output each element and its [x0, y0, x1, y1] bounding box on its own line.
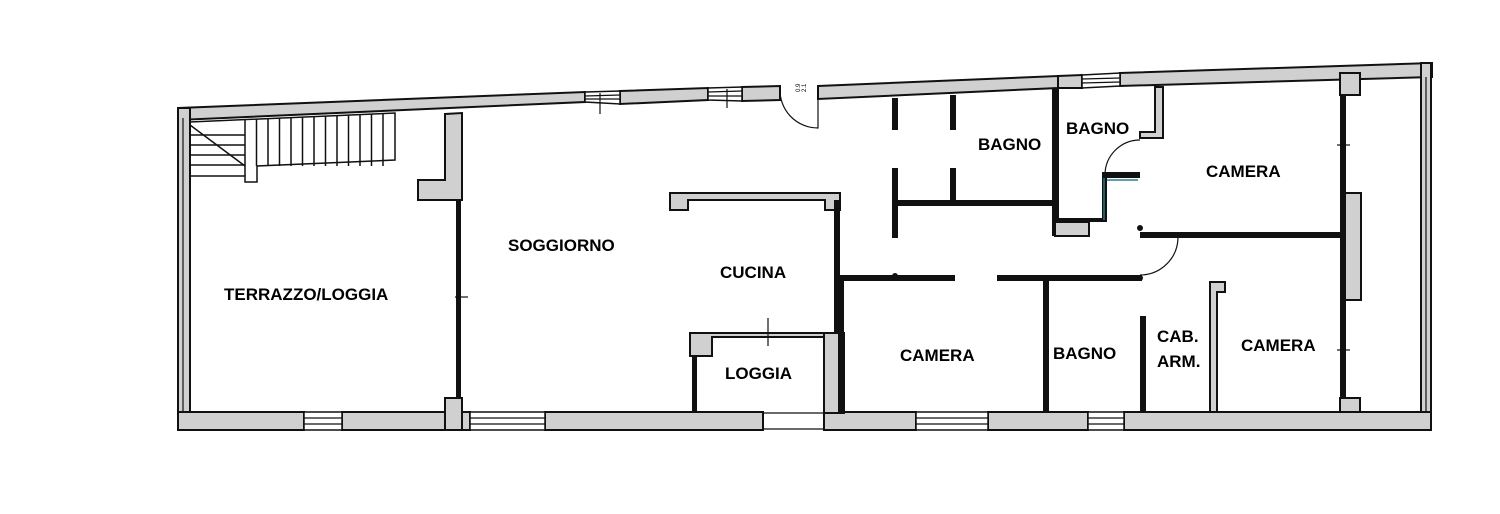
top-wall-center — [817, 74, 1059, 101]
room-label-bagno-top-right: BAGNO — [1066, 119, 1129, 138]
room-label-bagno-top-left: BAGNO — [978, 135, 1041, 154]
bottom-wall-d — [987, 411, 1089, 431]
room-label-bagno-bottom: BAGNO — [1053, 344, 1116, 363]
door-width-label: 0.9 — [796, 83, 802, 92]
bottom-wall-c — [823, 411, 917, 431]
room-label-camera-top-right: CAMERA — [1206, 162, 1281, 181]
window-top-1 — [584, 90, 621, 105]
top-wall-left — [177, 90, 586, 122]
window-top-2 — [707, 86, 743, 102]
window-bottom-4 — [1087, 411, 1125, 431]
room-label-cab-arm-2: ARM. — [1157, 352, 1200, 371]
room-label-cucina: CUCINA — [720, 263, 786, 282]
exterior-walls — [177, 61, 1433, 431]
bath-door — [1104, 139, 1141, 176]
top-wall-mid-a — [619, 86, 709, 106]
window-top-3 — [1081, 72, 1121, 89]
room-label-camera-bottom-right: CAMERA — [1241, 336, 1316, 355]
entry-door — [779, 87, 819, 129]
top-wall-mid-b — [741, 84, 781, 103]
bottom-wall-terrace — [177, 411, 305, 431]
room-label-camera-middle: CAMERA — [900, 346, 975, 365]
room-label-terrazzo: TERRAZZO/LOGGIA — [224, 285, 388, 304]
room-labels: TERRAZZO/LOGGIA SOGGIORNO CUCINA LOGGIA … — [224, 119, 1316, 383]
doors — [455, 87, 1350, 388]
camera-door — [1139, 237, 1179, 276]
room-label-cab-arm-1: CAB. — [1157, 327, 1199, 346]
door-height-label: 2.1 — [802, 83, 808, 92]
top-wall-bath — [1057, 73, 1083, 89]
top-wall-right — [1119, 61, 1433, 88]
window-bottom-1 — [303, 411, 343, 431]
window-bottom-3 — [915, 411, 989, 431]
staircase — [189, 112, 396, 183]
left-wall — [177, 107, 191, 431]
room-label-loggia: LOGGIA — [725, 364, 792, 383]
windows — [182, 72, 1427, 431]
bottom-wall-b — [544, 411, 764, 431]
window-bottom-2 — [469, 411, 546, 431]
room-label-soggiorno: SOGGIORNO — [508, 236, 615, 255]
bottom-wall-e — [1123, 411, 1432, 431]
